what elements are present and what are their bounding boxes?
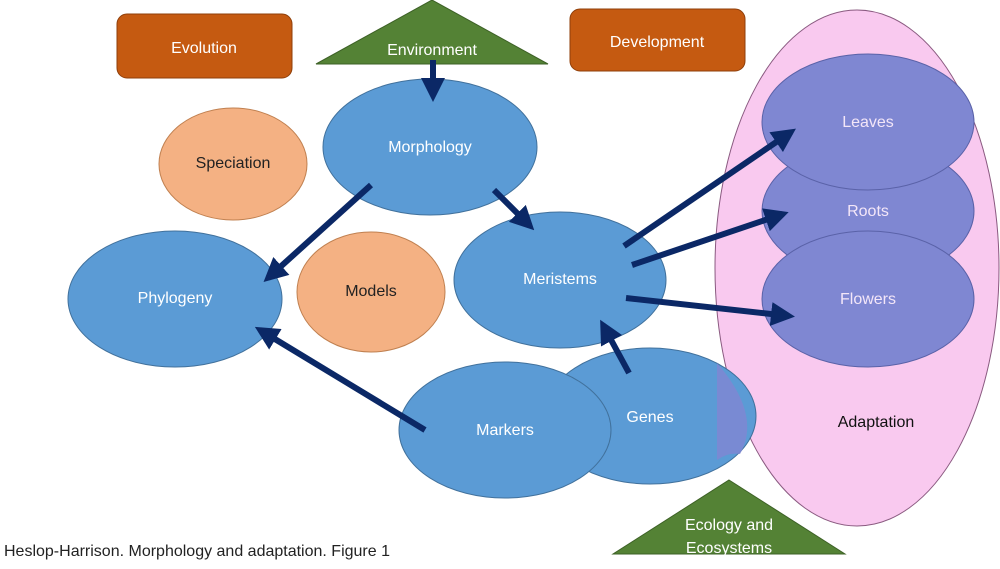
arrow-meristems-to-flowers (625, 295, 795, 326)
figure-caption: Heslop-Harrison. Morphology and adaptati… (4, 543, 390, 560)
markers-label: Markers (476, 422, 534, 439)
models-label: Models (345, 283, 397, 300)
flowers-label: Flowers (840, 291, 896, 308)
ecology-triangle: Ecology and Ecosystems (611, 479, 847, 557)
phylogeny-node: Phylogeny (67, 230, 283, 368)
arrow-meristems-to-roots (631, 208, 789, 268)
genes-adaptation-overlap (717, 363, 748, 460)
leaves-label: Leaves (842, 114, 894, 131)
leaves-node: Leaves (761, 53, 975, 191)
genes-label: Genes (626, 409, 673, 426)
arrow-genes-to-meristems (600, 319, 632, 375)
evolution-label: Evolution (171, 40, 237, 57)
ecology-label-line1: Ecology and (685, 517, 773, 534)
arrow-markers-to-phylogeny (254, 326, 427, 433)
speciation-label: Speciation (196, 155, 271, 172)
meristems-label: Meristems (523, 271, 597, 288)
environment-label: Environment (387, 42, 477, 59)
arrow-morphology-to-phylogeny (263, 182, 374, 283)
development-box: Development (569, 8, 746, 72)
markers-node: Markers (398, 361, 612, 499)
development-label: Development (610, 34, 705, 51)
speciation-node: Speciation (158, 107, 308, 221)
roots-label: Roots (847, 203, 889, 220)
flowers-node: Flowers (761, 230, 975, 368)
morphology-label: Morphology (388, 139, 472, 156)
evolution-box: Evolution (116, 13, 293, 79)
ecology-label-line2: Ecosystems (686, 540, 772, 557)
meristems-node: Meristems (453, 211, 667, 349)
phylogeny-label: Phylogeny (138, 290, 213, 307)
models-node: Models (296, 231, 446, 353)
arrows (254, 60, 796, 433)
adaptation-label: Adaptation (838, 414, 915, 431)
environment-triangle: Environment (315, 0, 549, 65)
arrow-morphology-to-meristems (491, 187, 535, 231)
morphology-node: Morphology (322, 78, 538, 216)
arrow-meristems-to-leaves (622, 128, 796, 249)
